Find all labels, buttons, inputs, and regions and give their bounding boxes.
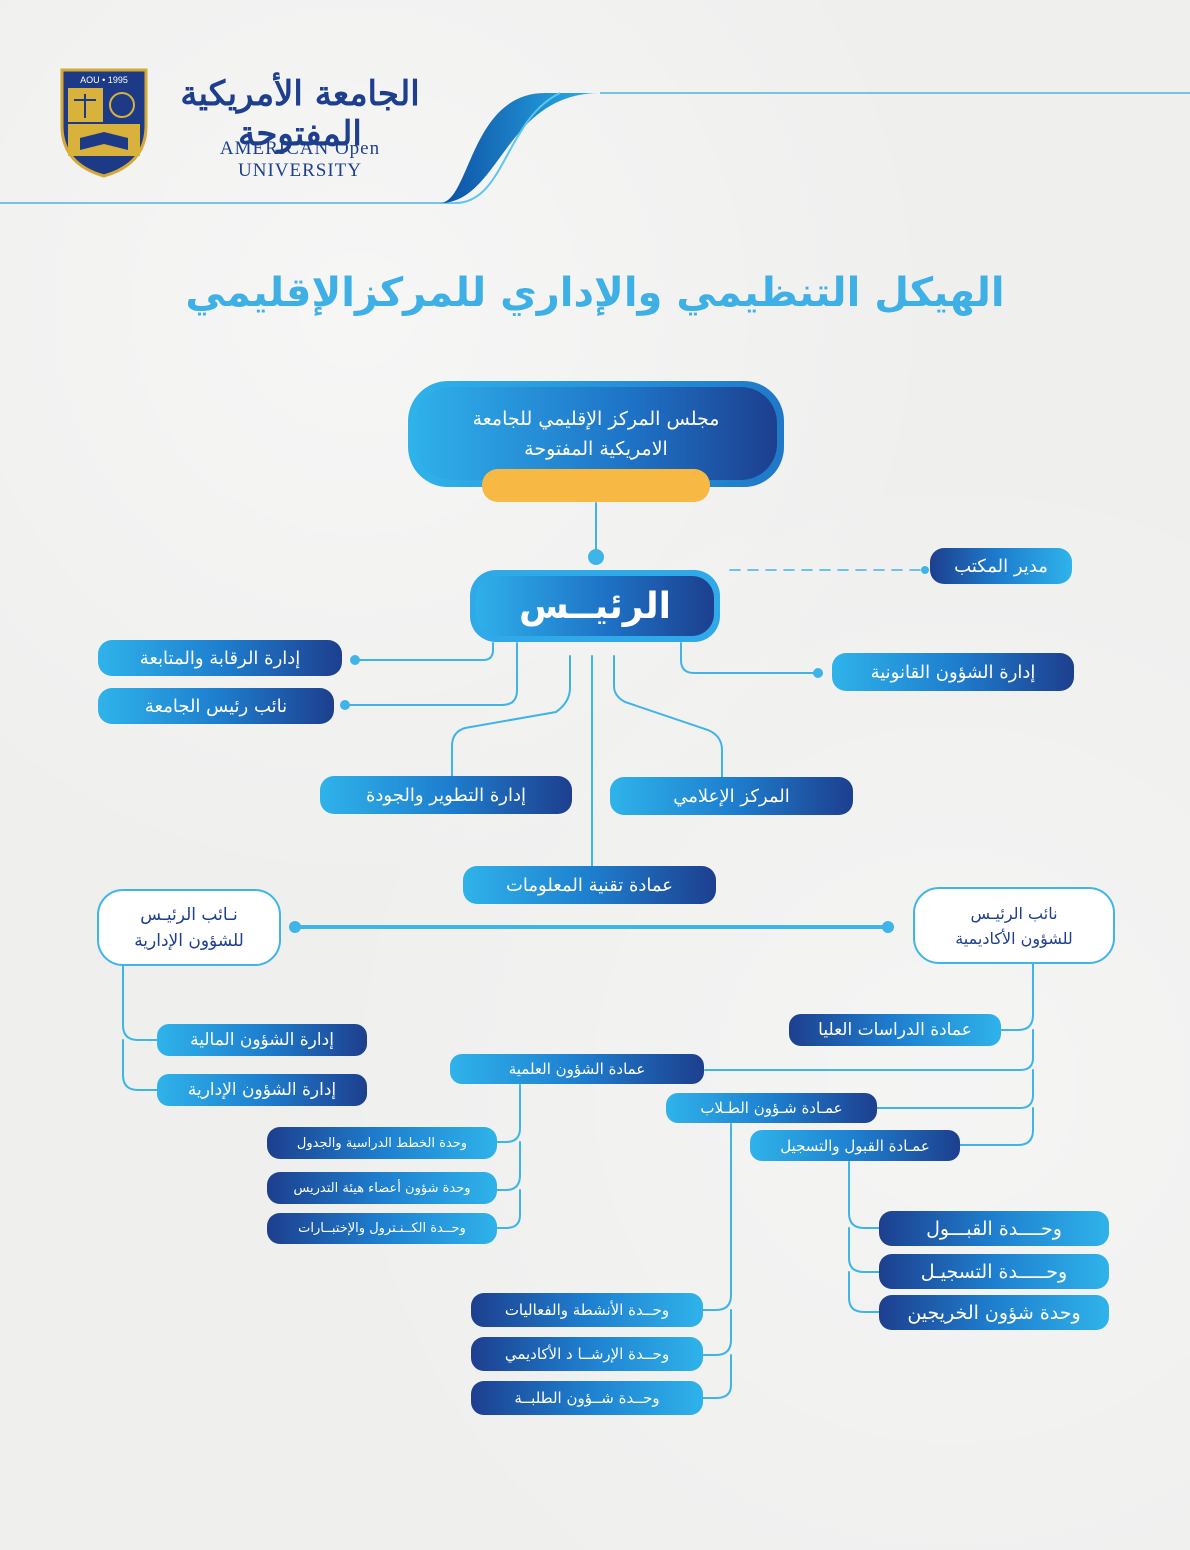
faculty-affairs-unit-box: وحدة شؤون أعضاء هيئة التدريس: [267, 1172, 497, 1204]
council-line2: الامريكية المفتوحة: [524, 437, 668, 460]
monitoring-dept-box: إدارة الرقابة والمتابعة: [98, 640, 342, 676]
media-center-box: المركز الإعلامي: [610, 777, 853, 815]
vp-academic-line2: للشؤون الأكاديمية: [955, 928, 1073, 948]
academic-advising-unit-box: وحــدة الإرشــا د الأكاديمي: [471, 1337, 703, 1371]
president-box: الرئيــس: [476, 576, 714, 636]
graduate-deanship-box: عمادة الدراسات العليا: [789, 1014, 1001, 1046]
vp-academic-box: نائب الرئيـس للشؤون الأكاديمية: [913, 887, 1115, 964]
vp-admin-line2: للشؤون الإدارية: [134, 930, 244, 951]
vp-admin-line1: نـائب الرئيـس: [140, 904, 238, 925]
graduates-unit-box: وحدة شؤون الخريجين: [879, 1295, 1109, 1330]
vp-admin-box: نـائب الرئيـس للشؤون الإدارية: [97, 889, 281, 966]
registration-unit-box: وحـــــدة التسجيـل: [879, 1254, 1109, 1289]
development-dept-box: إدارة التطوير والجودة: [320, 776, 572, 814]
page-title: الهيكل التنظيمي والإداري للمركزالإقليمي: [185, 270, 1005, 316]
council-accent-bar: [482, 469, 710, 502]
logo-english: AMERICAN Open UNIVERSITY: [219, 138, 381, 181]
it-deanship-box: عمادة تقنية المعلومات: [463, 866, 716, 904]
svg-text:AOU • 1995: AOU • 1995: [80, 75, 128, 85]
header-swoosh: [440, 93, 600, 203]
admission-unit-box: وحــــدة القبـــول: [879, 1211, 1109, 1246]
vp-academic-line1: نائب الرئيـس: [970, 903, 1058, 923]
study-plans-unit-box: وحدة الخطط الدراسية والجدول: [267, 1127, 497, 1159]
council-box: مجلس المركز الإقليمي للجامعة الامريكية ا…: [415, 387, 777, 480]
vice-president-box: نائب رئيس الجامعة: [98, 688, 334, 724]
council-line1: مجلس المركز الإقليمي للجامعة: [472, 407, 720, 430]
logo-arabic: الجامعة الأمريكية المفتوحة: [180, 74, 420, 154]
scientific-deanship-box: عمادة الشؤون العلمية: [450, 1054, 704, 1084]
university-seal-icon: AOU • 1995: [60, 68, 148, 178]
activities-unit-box: وحــدة الأنشطة والفعاليات: [471, 1293, 703, 1327]
student-affairs-unit-box: وحــدة شــؤون الطلبــة: [471, 1381, 703, 1415]
admin-affairs-dept-box: إدارة الشؤون الإدارية: [157, 1074, 367, 1106]
exams-control-unit-box: وحــدة الكــنـترول والإختبــارات: [267, 1213, 497, 1244]
finance-dept-box: إدارة الشؤون المالية: [157, 1024, 367, 1056]
legal-dept-box: إدارة الشؤون القانونية: [832, 653, 1074, 691]
admission-deanship-box: عمـادة القبول والتسجيل: [750, 1130, 960, 1161]
office-manager-box: مدير المكتب: [930, 548, 1072, 584]
student-affairs-deanship-box: عمـادة شـؤون الطـلاب: [666, 1093, 877, 1123]
